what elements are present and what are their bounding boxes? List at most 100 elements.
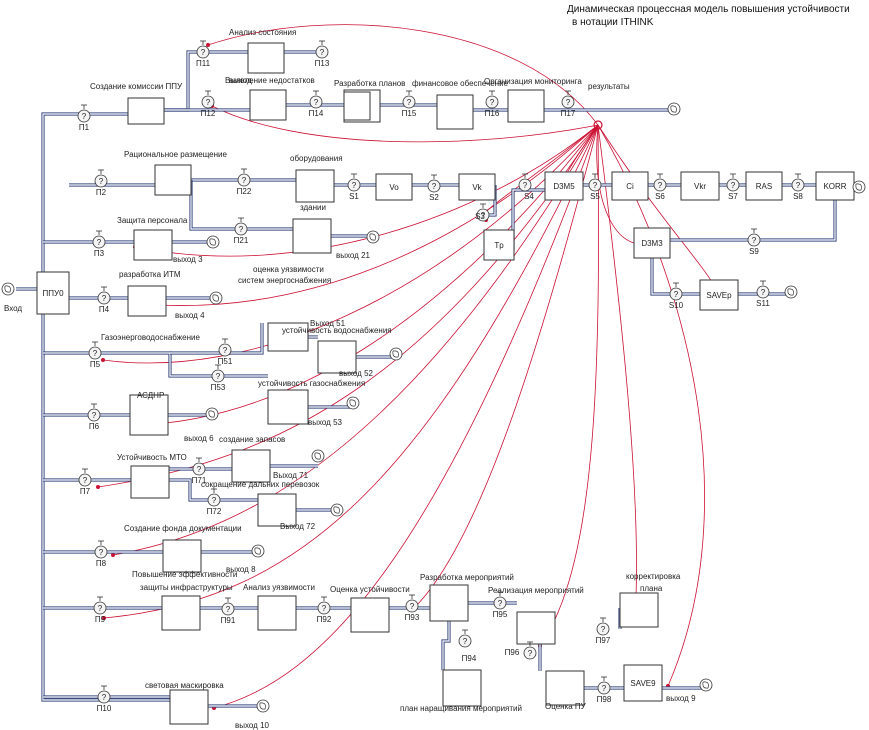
valve-п6[interactable]: ?П6	[87, 403, 101, 431]
valve-circle-s9[interactable]	[747, 233, 761, 247]
valve-circle-п51[interactable]	[218, 343, 232, 357]
stock-s_p4[interactable]	[127, 285, 167, 317]
valve-п92[interactable]: ?П92	[317, 596, 332, 624]
stock-box-s_korr[interactable]	[815, 171, 855, 201]
stock-s_save9[interactable]: SAVE9	[623, 664, 663, 702]
stock-s_p9[interactable]	[161, 595, 201, 631]
stock-box-s_p93[interactable]	[429, 584, 469, 622]
valve-circle-п53[interactable]	[211, 369, 225, 383]
valve-circle-п4[interactable]	[97, 291, 111, 305]
valve-circle-s2[interactable]	[427, 179, 441, 193]
stock-s_ras[interactable]: RAS	[745, 171, 783, 201]
valve-s9[interactable]: ?S9	[747, 228, 761, 256]
stock-box-s_p97[interactable]	[619, 592, 659, 628]
valve-п98[interactable]: ?П98	[597, 676, 612, 704]
valve-circle-п11[interactable]	[196, 45, 210, 59]
stock-s_p97[interactable]	[619, 592, 659, 628]
valve-circle-п10[interactable]	[97, 690, 111, 704]
stock-box-s_p4[interactable]	[127, 285, 167, 317]
valve-circle-п9[interactable]	[93, 601, 107, 615]
valve-п4[interactable]: ?П4	[97, 286, 111, 314]
valve-s8[interactable]: ?S8	[791, 173, 805, 201]
valve-circle-п6[interactable]	[87, 408, 101, 422]
stock-box-s_p95[interactable]	[516, 611, 556, 645]
valve-circle-п98[interactable]	[597, 681, 611, 695]
stock-box-s_d3m3[interactable]	[633, 227, 671, 259]
valve-п97[interactable]: ?П97	[596, 617, 611, 645]
stock-s_p95[interactable]	[516, 611, 556, 645]
stock-s_p91[interactable]	[257, 595, 297, 631]
valve-п8[interactable]: ?П8	[94, 540, 108, 568]
stock-box-s_p71[interactable]	[231, 449, 271, 483]
stock-s_d3m3[interactable]: D3M3	[633, 227, 671, 259]
stock-box-s_p53[interactable]	[267, 389, 309, 425]
stock-s_p12[interactable]	[249, 89, 287, 121]
stock-s_savep[interactable]: SAVEр	[699, 279, 739, 311]
valve-circle-п71[interactable]	[192, 462, 206, 476]
stock-s_p1[interactable]	[127, 97, 165, 125]
valve-п53[interactable]: ?П53	[211, 364, 226, 392]
stock-box-s_p92[interactable]	[350, 597, 390, 633]
valve-circle-s3[interactable]	[476, 208, 490, 222]
stock-box-s_p10b[interactable]	[169, 689, 209, 725]
stock-s_p51[interactable]	[267, 322, 309, 352]
valve-circle-s10[interactable]	[669, 287, 683, 301]
valve-s7[interactable]: ?S7	[726, 173, 740, 201]
stock-box-s_p9[interactable]	[161, 595, 201, 631]
valve-п16[interactable]: ?П16	[485, 90, 500, 118]
valve-circle-п94[interactable]	[458, 634, 472, 648]
stock-s_d3m5[interactable]: D3M5	[544, 171, 584, 201]
stock-box-s_p72[interactable]	[257, 493, 297, 527]
valve-s6[interactable]: ?S6	[653, 173, 667, 201]
valve-circle-п1[interactable]	[77, 109, 91, 123]
valve-s2[interactable]: ?S2	[427, 174, 441, 202]
stock-box-ppu0[interactable]	[36, 271, 70, 315]
valve-п17[interactable]: ?П17	[561, 90, 576, 118]
valve-п93[interactable]: ?П93	[405, 594, 420, 622]
valve-s3[interactable]: ?S3	[475, 203, 490, 222]
valve-п91[interactable]: ?П91	[221, 597, 236, 625]
stock-box-s_save9[interactable]	[623, 664, 663, 702]
valve-circle-п7[interactable]	[78, 473, 92, 487]
valve-circle-s6[interactable]	[653, 178, 667, 192]
stock-box-s_p51[interactable]	[267, 322, 309, 352]
valve-п1[interactable]: ?П1	[77, 104, 91, 132]
valve-circle-п95[interactable]	[493, 596, 507, 610]
stock-s_p53[interactable]	[267, 389, 309, 425]
stock-s_p14[interactable]	[343, 91, 371, 121]
stock-s_p11[interactable]	[247, 42, 285, 74]
valve-circle-п97[interactable]	[596, 622, 610, 636]
valve-circle-s5[interactable]	[588, 178, 602, 192]
valve-circle-s7[interactable]	[726, 178, 740, 192]
stock-s_p2[interactable]	[154, 164, 192, 196]
stock-s_p52[interactable]	[317, 340, 357, 374]
valve-circle-s8[interactable]	[791, 178, 805, 192]
stock-box-s_savep[interactable]	[699, 279, 739, 311]
stock-s_p94[interactable]	[442, 669, 482, 707]
valve-s5[interactable]: ?S5	[588, 173, 602, 201]
valve-п5[interactable]: ?П5	[88, 341, 102, 369]
stock-box-s_vo[interactable]	[375, 173, 413, 201]
valve-п94[interactable]: ?П94	[458, 629, 477, 663]
stock-box-s_p10[interactable]	[507, 89, 545, 123]
valve-п9[interactable]: ?П9	[93, 596, 107, 624]
valve-circle-п96[interactable]	[523, 646, 537, 660]
valve-circle-п12[interactable]	[201, 95, 215, 109]
stock-box-s_vkr[interactable]	[680, 171, 720, 201]
valve-circle-s4[interactable]	[518, 178, 532, 192]
valve-п2[interactable]: ?П2	[94, 169, 108, 197]
stock-s_p93[interactable]	[429, 584, 469, 622]
valve-circle-п22[interactable]	[237, 173, 251, 187]
stock-box-s_p11[interactable]	[247, 42, 285, 74]
valve-s1[interactable]: ?S1	[347, 173, 361, 201]
stock-box-s_p3[interactable]	[133, 229, 173, 261]
stock-box-s_oborud[interactable]	[295, 169, 335, 203]
stock-box-s_p14[interactable]	[343, 91, 371, 121]
stock-s_p6[interactable]	[129, 394, 169, 436]
valve-п11[interactable]: ?П11	[196, 40, 211, 68]
stock-box-s_p8[interactable]	[162, 539, 202, 573]
valve-п72[interactable]: ?П72	[207, 488, 222, 516]
stock-s_p72[interactable]	[257, 493, 297, 527]
valve-п15[interactable]: ?П15	[402, 90, 417, 118]
stock-box-s_p12[interactable]	[249, 89, 287, 121]
